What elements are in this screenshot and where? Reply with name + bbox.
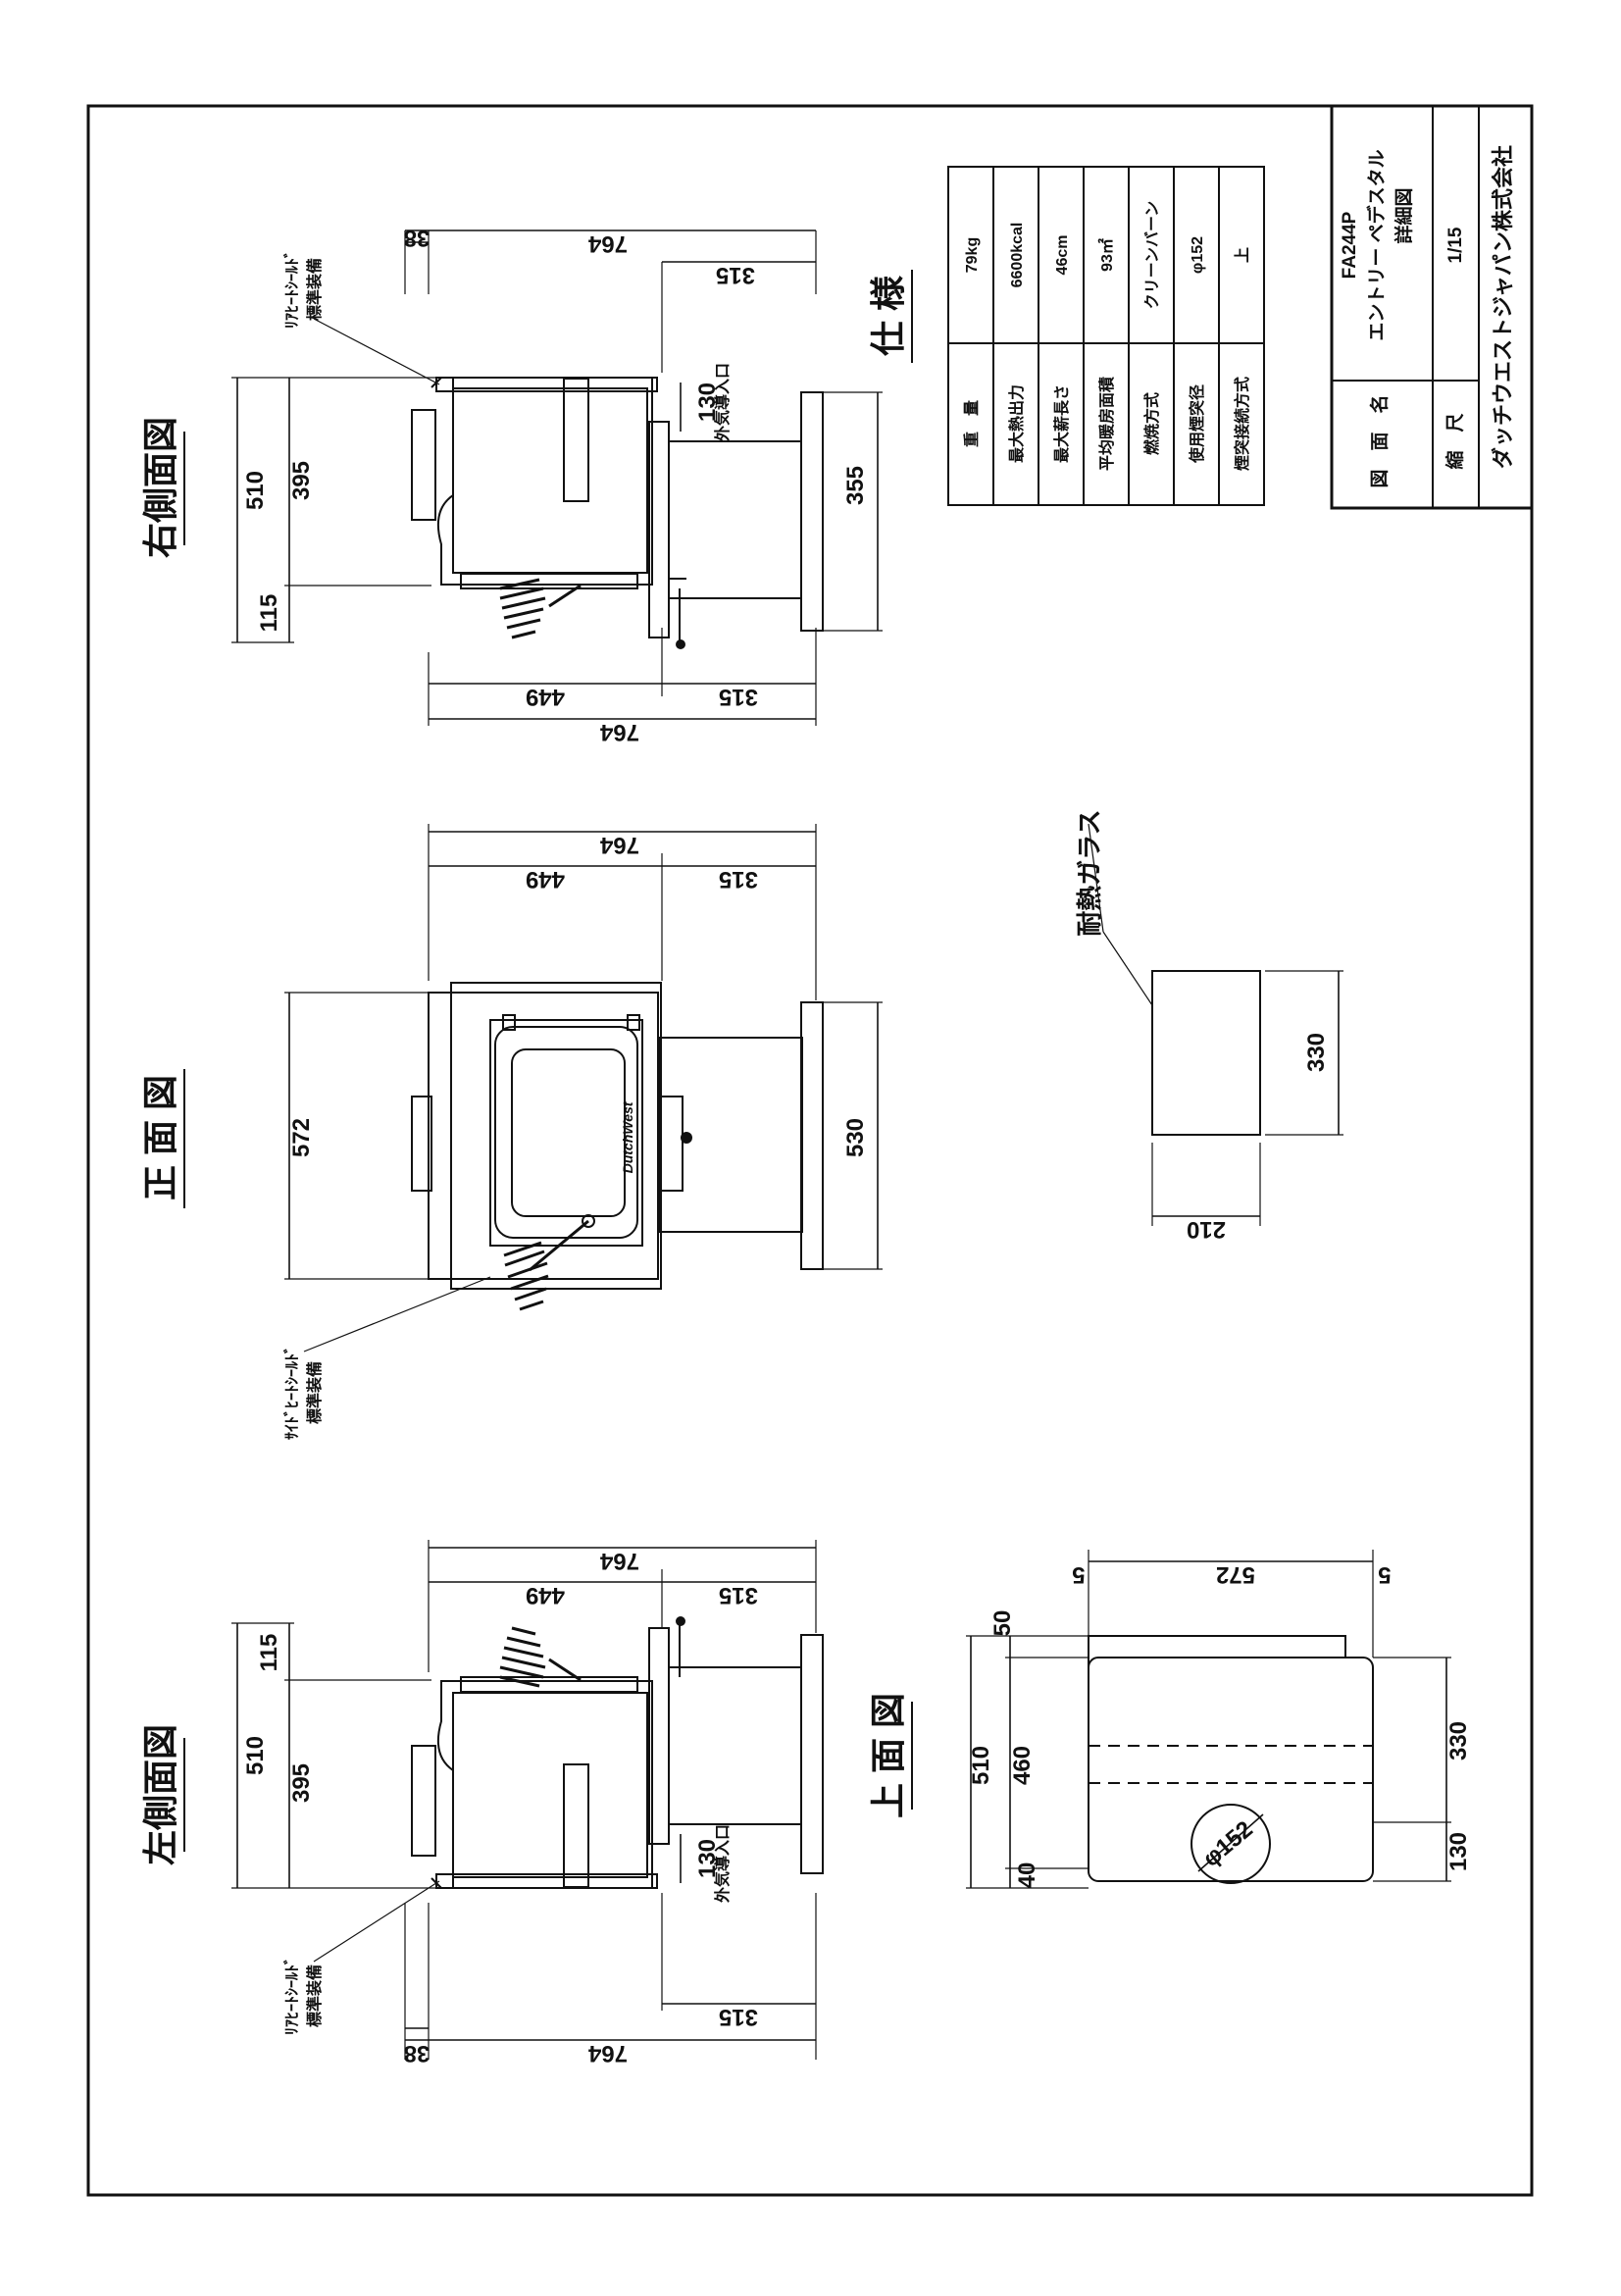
- dim-38: 38: [404, 2040, 431, 2066]
- dim-315: 315: [719, 684, 758, 710]
- dim-572: 572: [1216, 1561, 1255, 1588]
- scale-label: 縮 尺: [1444, 413, 1466, 469]
- right-handle-coil: [499, 578, 546, 639]
- spec-value: 93㎡: [1097, 238, 1116, 272]
- standard-equip-label: 標準装備: [305, 1964, 324, 2027]
- dim-460: 460: [1009, 1746, 1036, 1785]
- side-shield-label: ｻｲﾄﾞﾋｰﾄｼｰﾙﾄﾞ: [282, 1346, 301, 1440]
- dim-764: 764: [599, 1548, 639, 1574]
- dim-315: 315: [719, 2004, 758, 2030]
- dim-510: 510: [242, 471, 269, 510]
- standard-equip-label: 標準装備: [305, 258, 324, 321]
- dim-38: 38: [404, 225, 431, 251]
- dim-395: 395: [288, 1763, 315, 1803]
- dim-330: 330: [1445, 1721, 1472, 1760]
- drawing-name-label: 図 面 名: [1368, 394, 1391, 487]
- scale-value: 1/15: [1445, 227, 1466, 263]
- dim-130: 130: [1445, 1832, 1472, 1871]
- dim-764: 764: [587, 2040, 628, 2066]
- standard-equip-label: 標準装備: [305, 1361, 324, 1424]
- brand-logo-text: DutchWest: [620, 1100, 635, 1173]
- drawing-border: [86, 104, 1534, 2197]
- top-stove-body: [1088, 1657, 1374, 1882]
- dim-355: 355: [842, 466, 869, 505]
- dim-510: 510: [242, 1736, 269, 1775]
- flue-dim-label: φ152: [1198, 1816, 1258, 1872]
- spec-value: φ152: [1190, 236, 1206, 274]
- dim-130: 130: [694, 383, 721, 422]
- spec-value: 46cm: [1054, 235, 1071, 276]
- dim-530: 530: [842, 1118, 869, 1157]
- dim-315: 315: [716, 262, 755, 288]
- rear-shield-label: ﾘｱﾋｰﾄｼｰﾙﾄﾞ: [282, 1957, 301, 2035]
- spec-label: 燃焼方式: [1142, 392, 1161, 455]
- spec-label: 最大薪長さ: [1052, 384, 1071, 463]
- top-view: 上 面 図 φ152 572 5 5 510 460 50 40: [868, 1550, 1472, 1889]
- dim-40: 40: [1014, 1862, 1040, 1889]
- dim-5: 5: [1072, 1561, 1085, 1588]
- dim-764: 764: [587, 230, 628, 257]
- front-view: 正 面 図 DutchWest 764 449 315: [140, 824, 883, 1440]
- glass-label: 耐熱ガラス: [1075, 809, 1104, 936]
- rear-shield-label: ﾘｱﾋｰﾄｼｰﾙﾄﾞ: [282, 250, 301, 329]
- left-side-view: 左側面図 764 449 315: [140, 1540, 824, 2066]
- right-stove-body: [437, 377, 653, 586]
- left-stove-body: [437, 1680, 653, 1889]
- glass-detail: 耐熱ガラス 330 210: [1075, 809, 1343, 1243]
- spec-table: 仕 様 重 量 79kg 最大熱出力 6600kcal 最大薪長さ 46cm 平均暖房面積 9…: [868, 166, 1265, 506]
- left-handle-coil: [499, 1626, 546, 1688]
- dim-210: 210: [1187, 1216, 1226, 1243]
- right-side-view: 右側面図 764 315 38: [140, 225, 883, 745]
- drawing-type: 詳細図: [1393, 187, 1415, 243]
- dim-315: 315: [719, 866, 758, 893]
- outside-air-label: 外気導入口: [713, 363, 732, 442]
- dim-115: 115: [256, 1634, 282, 1672]
- spec-label: 重 量: [962, 400, 981, 447]
- dim-115: 115: [256, 594, 282, 633]
- dim-449: 449: [526, 684, 565, 710]
- spec-value: 上: [1234, 247, 1251, 263]
- dim-395: 395: [288, 461, 315, 500]
- flue-circle: [1190, 1804, 1271, 1884]
- spec-value: クリーンバーン: [1143, 201, 1161, 309]
- front-handle-coil: [503, 1241, 549, 1311]
- spec-value: 6600kcal: [1009, 223, 1026, 288]
- front-view-title: 正 面 図: [140, 1075, 180, 1200]
- spec-label: 最大熱出力: [1007, 384, 1026, 463]
- dim-449: 449: [526, 1582, 565, 1608]
- dim-764: 764: [599, 719, 639, 745]
- spec-label: 平均暖房面積: [1097, 376, 1116, 471]
- glass-pane: [1151, 970, 1261, 1136]
- dim-330: 330: [1303, 1033, 1330, 1072]
- dim-315: 315: [719, 1582, 758, 1608]
- outside-air-label: 外気導入口: [713, 1824, 732, 1904]
- right-side-view-title: 右側面図: [140, 417, 180, 558]
- company-name: ダッチウエストジャパン株式会社: [1491, 145, 1515, 469]
- dim-130: 130: [694, 1839, 721, 1878]
- left-side-view-title: 左側面図: [140, 1724, 180, 1865]
- model-number: FA244P: [1340, 211, 1360, 279]
- dim-5: 5: [1378, 1561, 1391, 1588]
- dim-449: 449: [526, 866, 565, 893]
- spec-label: 使用煙突径: [1188, 384, 1206, 464]
- dim-764: 764: [599, 832, 639, 858]
- spec-label: 煙突接続方式: [1233, 377, 1251, 471]
- dim-510: 510: [968, 1746, 994, 1785]
- dim-572: 572: [288, 1118, 315, 1157]
- dim-50: 50: [989, 1610, 1016, 1637]
- spec-title: 仕 様: [868, 275, 908, 356]
- top-view-title: 上 面 図: [868, 1693, 908, 1818]
- model-name: エントリー ペデスタル: [1365, 149, 1388, 340]
- spec-value: 79kg: [964, 237, 981, 273]
- title-block: 図 面 名 FA244P エントリー ペデスタル 詳細図 縮 尺 1/15 ダッ…: [1330, 104, 1534, 510]
